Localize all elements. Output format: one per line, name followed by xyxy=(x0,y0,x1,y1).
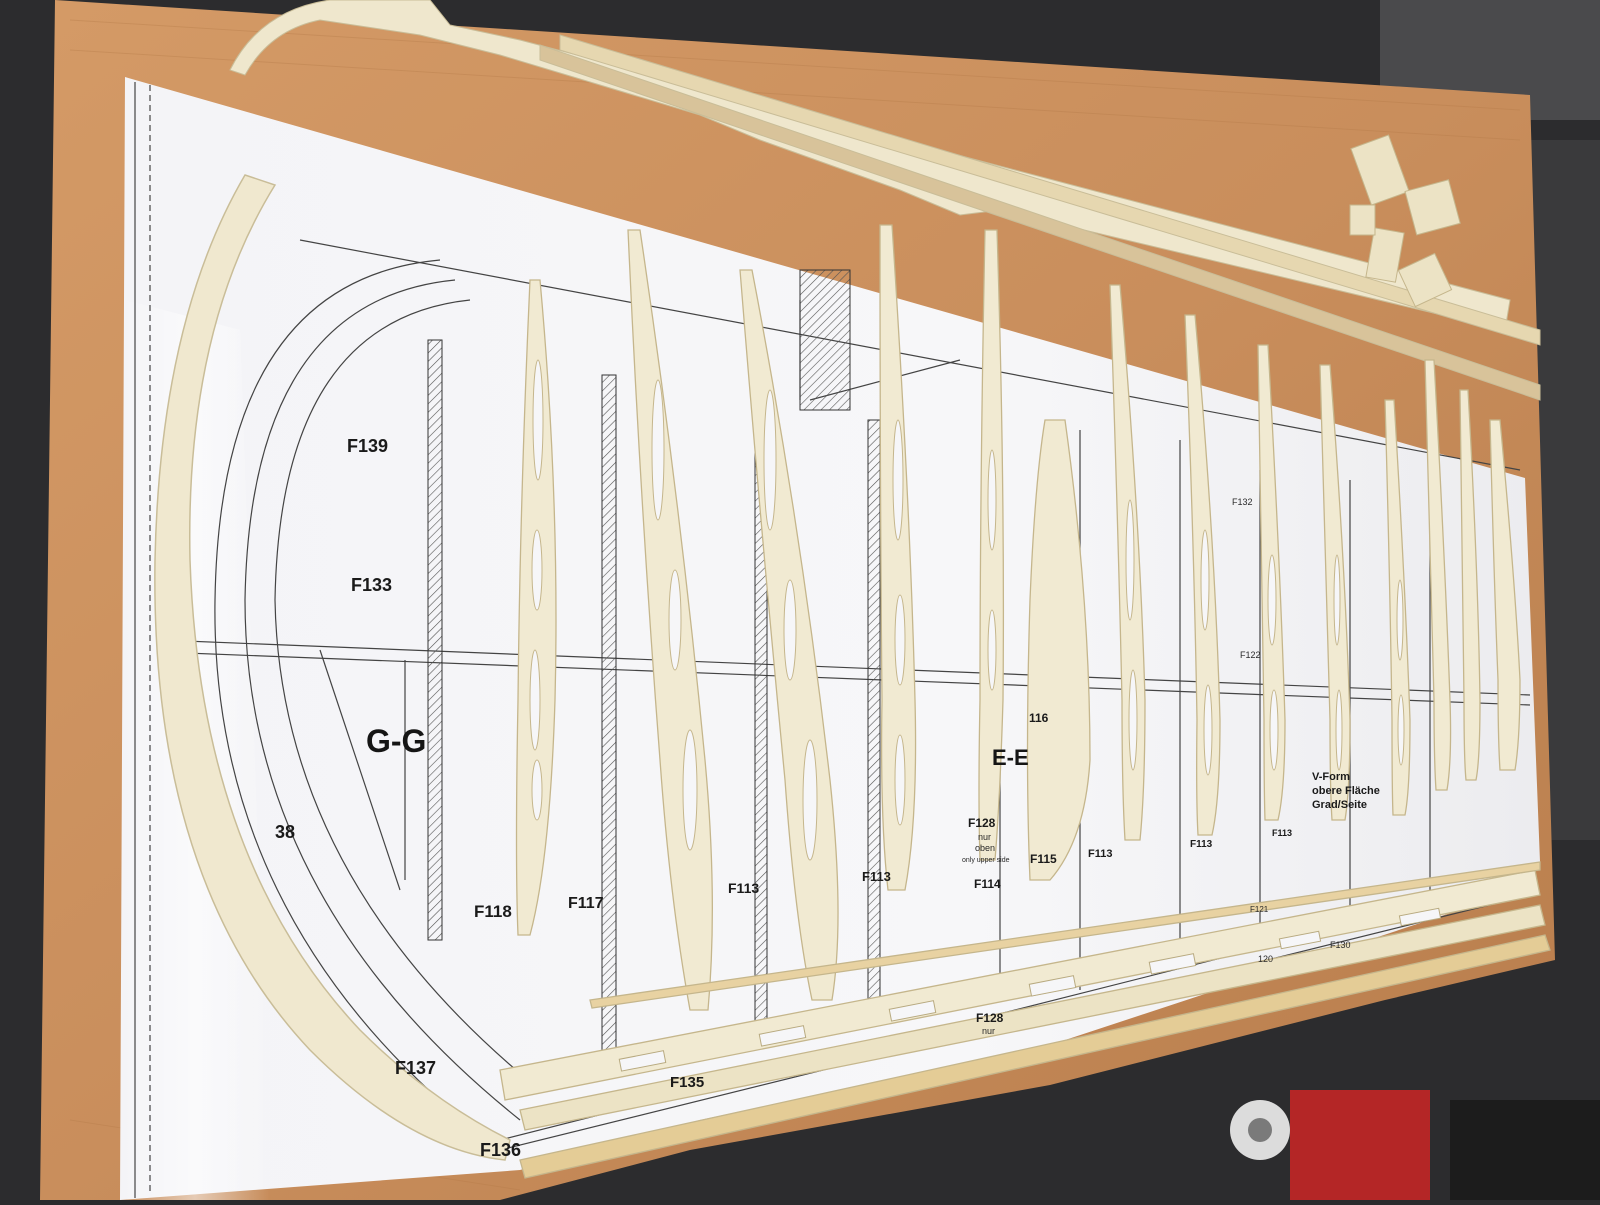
rib-4 xyxy=(879,224,917,891)
rib-12 xyxy=(1459,389,1481,781)
label-f122: F122 xyxy=(1240,650,1261,660)
label-f137: F137 xyxy=(395,1058,436,1078)
label-f113-c: F113 xyxy=(1088,848,1112,860)
label-f128-nur-b: nur xyxy=(982,1026,995,1036)
label-f136: F136 xyxy=(480,1140,521,1160)
label-f128-nur-a: nur xyxy=(978,832,991,842)
label-f128-b: F128 xyxy=(976,1011,1004,1025)
label-f130: F130 xyxy=(1330,940,1351,950)
label-116: 116 xyxy=(1029,711,1049,725)
rib-stack xyxy=(1026,419,1091,881)
label-f139: F139 xyxy=(347,436,388,456)
hatched-spars xyxy=(427,269,881,1056)
label-f118: F118 xyxy=(474,902,512,921)
label-note-2: obere Fläche xyxy=(1312,785,1380,797)
label-f121: F121 xyxy=(1250,905,1269,914)
label-f128-a: F128 xyxy=(968,816,996,830)
label-f113-b: F113 xyxy=(862,869,891,884)
label-f117: F117 xyxy=(568,895,604,912)
label-f128-upper: only upper side xyxy=(962,857,1010,864)
label-f115: F115 xyxy=(1030,852,1057,866)
wingtip-bow-part xyxy=(154,174,511,1161)
label-note-3: Grad/Seite xyxy=(1312,799,1367,811)
plan-labels: F139 F133 G-G 38 F118 F117 F113 F113 F11… xyxy=(275,436,1380,1160)
label-120: 120 xyxy=(1258,954,1273,964)
label-f133: F133 xyxy=(351,575,392,595)
label-f113-a: F113 xyxy=(728,880,759,896)
label-note-1: V-Form xyxy=(1312,771,1350,783)
label-f113-e: F113 xyxy=(1272,828,1292,838)
rib-13 xyxy=(1489,419,1521,771)
rib-lightening-holes xyxy=(529,359,1405,861)
label-f135: F135 xyxy=(670,1074,704,1091)
label-f113-d: F113 xyxy=(1190,839,1213,850)
stacked-small-parts xyxy=(1349,134,1461,308)
label-f132: F132 xyxy=(1232,497,1253,507)
label-f128-oben: oben xyxy=(975,843,995,853)
top-jig-rail xyxy=(229,0,1541,401)
rail-slots xyxy=(618,907,1442,1072)
label-38: 38 xyxy=(275,822,295,842)
bottom-spar-rails xyxy=(499,861,1551,1179)
label-section-ee: E-E xyxy=(992,745,1029,770)
label-f114: F114 xyxy=(974,877,1001,891)
label-section-gg: G-G xyxy=(366,723,426,759)
rib-11 xyxy=(1424,359,1452,791)
